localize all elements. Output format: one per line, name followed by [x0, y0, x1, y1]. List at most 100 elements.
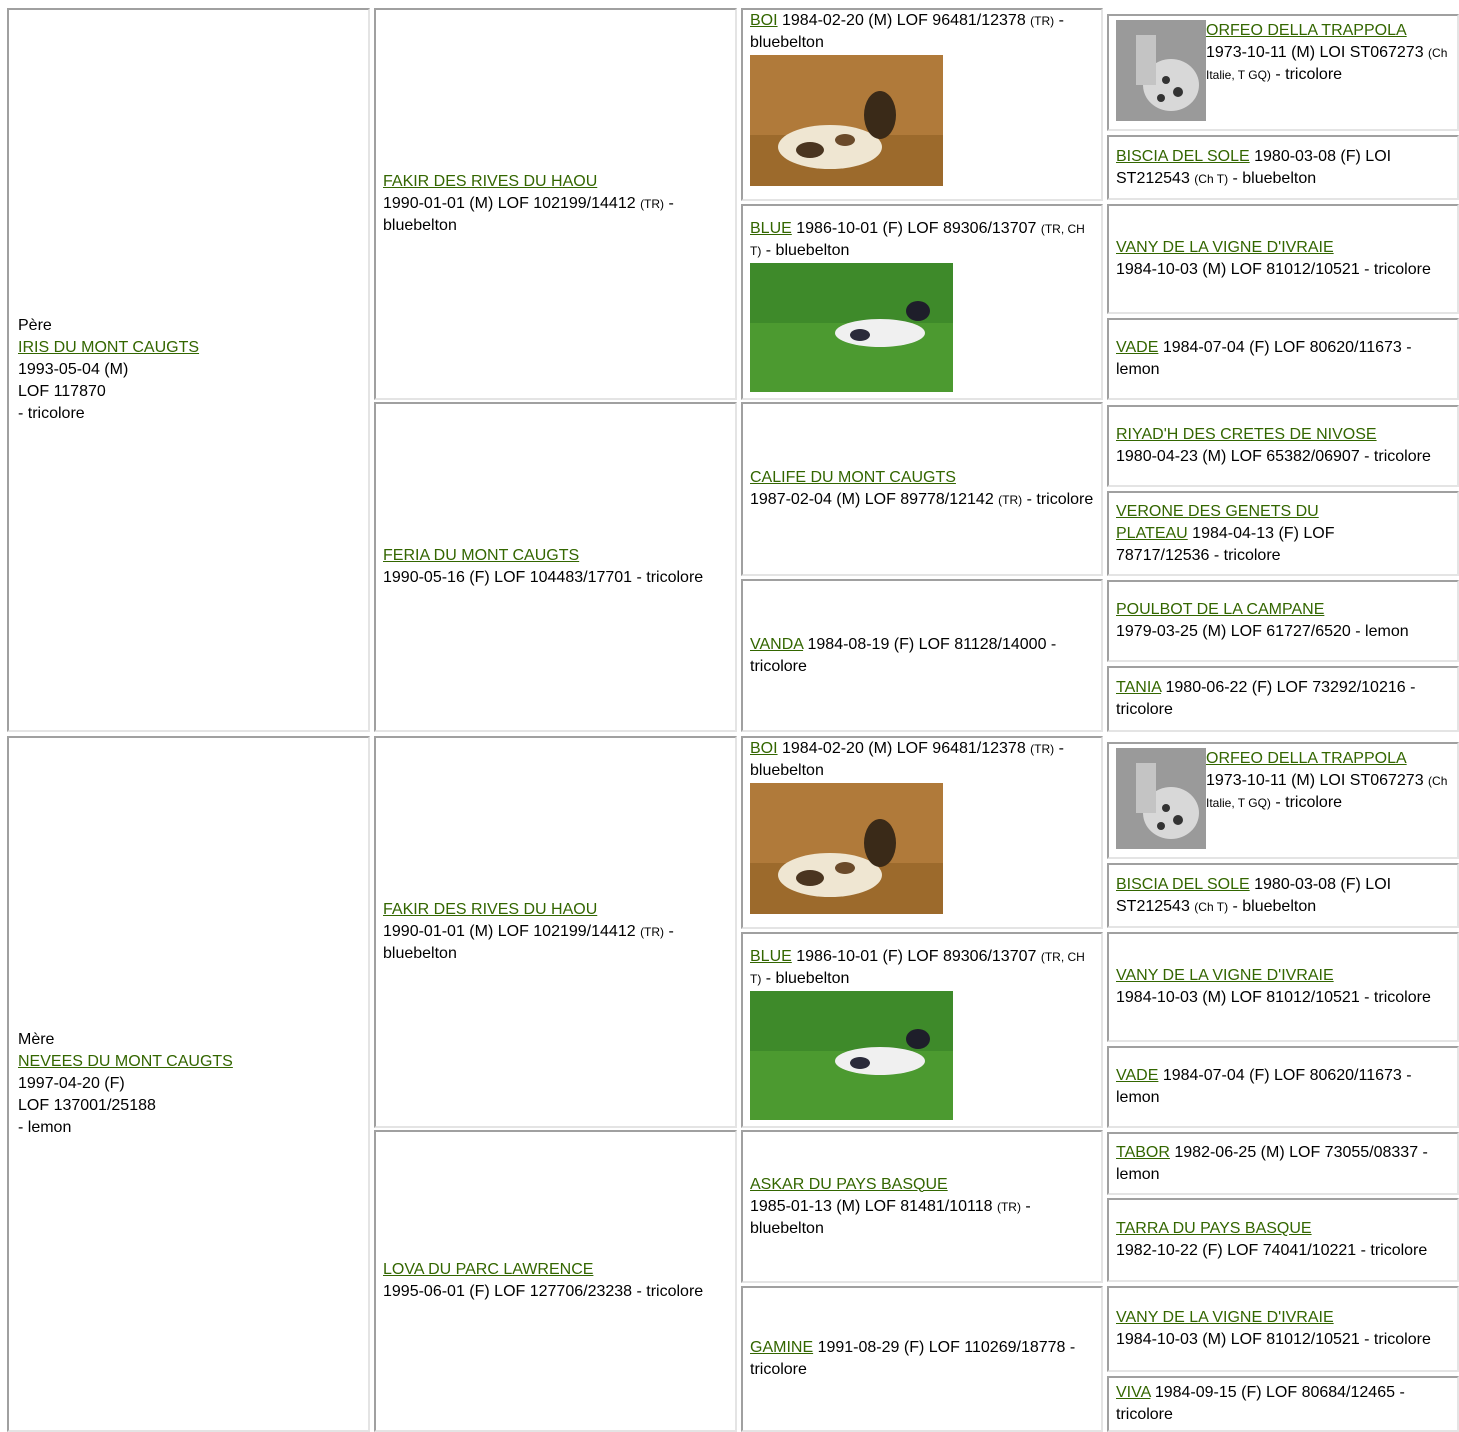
dog-info: 1973-10-11 (M) LOI ST067273: [1206, 44, 1429, 61]
dog-title: (Ch T): [1194, 899, 1229, 914]
gen4-cell: ORFEO DELLA TRAPPOLA 1973-10-11 (M) LOI S…: [1107, 14, 1459, 131]
dog-photo: [1116, 748, 1206, 849]
gen4-cell: VANY DE LA VIGNE D'IVRAIE 1984-10-03 (M) …: [1107, 1286, 1459, 1372]
dog-info: 1980-06-22 (F) LOF 73292/10216 - tricolo…: [1116, 679, 1416, 718]
dog-info: 1980-04-23 (M) LOF 65382/06907 - tricolo…: [1116, 448, 1431, 465]
dog-title: (Ch Italie, T GQ): [1206, 46, 1448, 82]
dog-info: 1973-10-11 (M) LOI ST067273: [1206, 772, 1429, 789]
dog-name-link[interactable]: TABOR: [1116, 1143, 1170, 1161]
dog-name-link[interactable]: VANY DE LA VIGNE D'IVRAIE: [1116, 239, 1334, 256]
dog-info: 1991-08-29 (F) LOF 110269/18778 - tricol…: [750, 1339, 1076, 1378]
dog-name-link[interactable]: VERONE DES GENETS DU PLATEAU: [1116, 502, 1319, 542]
dam-name-link[interactable]: NEVEES DU MONT CAUGTS: [18, 1053, 233, 1070]
dog-color: - bluebelton: [761, 970, 850, 987]
sire-name-link[interactable]: IRIS DU MONT CAUGTS: [18, 339, 200, 356]
gen4-cell: BISCIA DEL SOLE 1980-03-08 (F) LOI ST212…: [1107, 863, 1459, 928]
dog-name-link[interactable]: CALIFE DU MONT CAUGTS: [750, 469, 956, 486]
dog-info: 1984-02-20 (M) LOF 96481/12378: [777, 12, 1031, 29]
great-grandparent-cell: BLUE 1986-10-01 (F) LOF 89306/13707 (TR,…: [741, 204, 1103, 400]
great-grandparent-cell: CALIFE DU MONT CAUGTS 1987-02-04 (M) LOF …: [741, 402, 1103, 576]
dog-name-link[interactable]: GAMINE: [750, 1339, 814, 1356]
dog-title: (Ch T): [1194, 171, 1229, 186]
dog-name-link[interactable]: FAKIR DES RIVES DU HAOU: [383, 901, 598, 918]
dog-info: 1995-06-01 (F) LOF 127706/23238 - tricol…: [383, 1283, 704, 1300]
great-grandparent-cell: BOI 1984-02-20 (M) LOF 96481/12378 (TR) …: [741, 736, 1103, 929]
dog-info: 1980-03-08 (F) LOI ST212543: [1116, 147, 1392, 187]
dog-color: - tricolore: [1270, 794, 1343, 811]
dog-name-link[interactable]: BISCIA DEL SOLE: [1116, 147, 1250, 165]
dog-title: (TR): [1030, 742, 1055, 756]
dog-title: (TR): [640, 197, 665, 211]
dog-name-link[interactable]: VANDA: [750, 635, 804, 653]
dog-info: 1990-01-01 (M) LOF 102199/14412: [383, 195, 636, 212]
dog-name-link[interactable]: VANY DE LA VIGNE D'IVRAIE: [1116, 1309, 1334, 1326]
dog-name-link[interactable]: BOI: [750, 740, 778, 757]
dog-info: 1982-06-25 (M) LOF 73055/08337 - lemon: [1116, 1143, 1428, 1183]
dog-info: 1984-10-03 (M) LOF 81012/10521 - tricolo…: [1116, 1331, 1431, 1348]
dog-info: 1984-08-19 (F) LOF 81128/14000 - tricolo…: [750, 635, 1057, 675]
dog-color: - bluebelton: [750, 740, 1064, 779]
gen4-cell: VADE 1984-07-04 (F) LOF 80620/11673 - le…: [1107, 1046, 1459, 1128]
dog-name-link[interactable]: BLUE: [750, 220, 792, 237]
dog-name-link[interactable]: LOVA DU PARC LAWRENCE: [383, 1261, 594, 1278]
great-grandparent-cell: BLUE 1986-10-01 (F) LOF 89306/13707 (TR,…: [741, 932, 1103, 1128]
sire-reg: LOF 117870: [18, 383, 106, 400]
dog-info: 1990-05-16 (F) LOF 104483/17701 - tricol…: [383, 569, 704, 586]
dog-title: (TR, CH T): [750, 222, 1085, 258]
dog-name-link[interactable]: TARRA DU PAYS BASQUE: [1116, 1220, 1312, 1237]
dog-title: (TR): [996, 1199, 1021, 1214]
dog-name-link[interactable]: POULBOT DE LA CAMPANE: [1116, 601, 1325, 618]
dog-color: - bluebelton: [750, 12, 1064, 51]
dog-info: 1984-04-13 (F) LOF 78717/12536 - tricolo…: [1116, 524, 1335, 564]
gen4-cell: VANY DE LA VIGNE D'IVRAIE 1984-10-03 (M) …: [1107, 204, 1459, 314]
grandparent-cell: LOVA DU PARC LAWRENCE 1995-06-01 (F) LOF…: [374, 1130, 737, 1432]
dog-name-link[interactable]: BLUE: [750, 948, 792, 965]
dog-info: 1980-03-08 (F) LOI ST212543: [1116, 875, 1392, 915]
dog-color: - tricolore: [1022, 491, 1094, 508]
dog-name-link[interactable]: BOI: [750, 12, 778, 29]
dog-info: 1987-02-04 (M) LOF 89778/12142: [750, 491, 999, 508]
dog-title: (Ch Italie, T GQ): [1206, 774, 1448, 810]
dog-info: 1985-01-13 (M) LOF 81481/10118: [750, 1197, 997, 1215]
dog-name-link[interactable]: VADE: [1116, 339, 1159, 356]
dog-info: 1990-01-01 (M) LOF 102199/14412: [383, 923, 636, 940]
dog-info: 1986-10-01 (F) LOF 89306/13707: [791, 948, 1041, 965]
dam-reg: LOF 137001/25188: [18, 1097, 156, 1114]
gen4-cell: RIYAD'H DES CRETES DE NIVOSE 1980-04-23 (…: [1107, 405, 1459, 487]
dog-name-link[interactable]: BISCIA DEL SOLE: [1116, 875, 1250, 893]
dog-info: 1984-07-04 (F) LOF 80620/11673 - lemon: [1116, 1067, 1412, 1106]
dog-name-link[interactable]: FERIA DU MONT CAUGTS: [383, 547, 580, 564]
dog-color: - bluebelton: [1228, 169, 1317, 187]
gen4-cell: TANIA 1980-06-22 (F) LOF 73292/10216 - t…: [1107, 666, 1459, 732]
dog-color: - bluebelton: [750, 1197, 1031, 1237]
dog-info: 1984-02-20 (M) LOF 96481/12378: [777, 740, 1031, 757]
dog-name-link[interactable]: FAKIR DES RIVES DU HAOU: [383, 173, 598, 190]
dog-name-link[interactable]: TANIA: [1116, 679, 1162, 696]
gen4-cell: TARRA DU PAYS BASQUE 1982-10-22 (F) LOF 7…: [1107, 1198, 1459, 1282]
sire-color: - tricolore: [18, 405, 85, 422]
dog-name-link[interactable]: ASKAR DU PAYS BASQUE: [750, 1175, 948, 1193]
gen4-cell: ORFEO DELLA TRAPPOLA 1973-10-11 (M) LOI S…: [1107, 742, 1459, 859]
dam-cell: Mère NEVEES DU MONT CAUGTS 1997-04-20 (F…: [7, 736, 370, 1432]
dog-name-link[interactable]: VIVA: [1116, 1384, 1151, 1401]
dog-name-link[interactable]: ORFEO DELLA TRAPPOLA: [1206, 22, 1407, 39]
dog-info: 1984-10-03 (M) LOF 81012/10521 - tricolo…: [1116, 261, 1431, 278]
grandparent-cell: FAKIR DES RIVES DU HAOU 1990-01-01 (M) L…: [374, 8, 737, 400]
dog-name-link[interactable]: RIYAD'H DES CRETES DE NIVOSE: [1116, 426, 1377, 443]
dog-info: 1982-10-22 (F) LOF 74041/10221 - tricolo…: [1116, 1242, 1428, 1259]
dog-name-link[interactable]: ORFEO DELLA TRAPPOLA: [1206, 750, 1407, 767]
sire-cell: Père IRIS DU MONT CAUGTS 1993-05-04 (M) …: [7, 8, 370, 732]
dog-name-link[interactable]: VANY DE LA VIGNE D'IVRAIE: [1116, 967, 1334, 984]
dog-photo: [750, 991, 953, 1120]
dam-role: Mère: [18, 1031, 55, 1048]
dam-date: 1997-04-20 (F): [18, 1075, 125, 1092]
dog-title: (TR): [1030, 14, 1055, 28]
dog-name-link[interactable]: VADE: [1116, 1067, 1159, 1084]
gen4-cell: BISCIA DEL SOLE 1980-03-08 (F) LOI ST212…: [1107, 135, 1459, 200]
great-grandparent-cell: BOI 1984-02-20 (M) LOF 96481/12378 (TR) …: [741, 8, 1103, 201]
dam-color: - lemon: [18, 1119, 72, 1136]
dog-title: (TR): [998, 493, 1023, 507]
gen4-cell: TABOR 1982-06-25 (M) LOF 73055/08337 - l…: [1107, 1132, 1459, 1195]
